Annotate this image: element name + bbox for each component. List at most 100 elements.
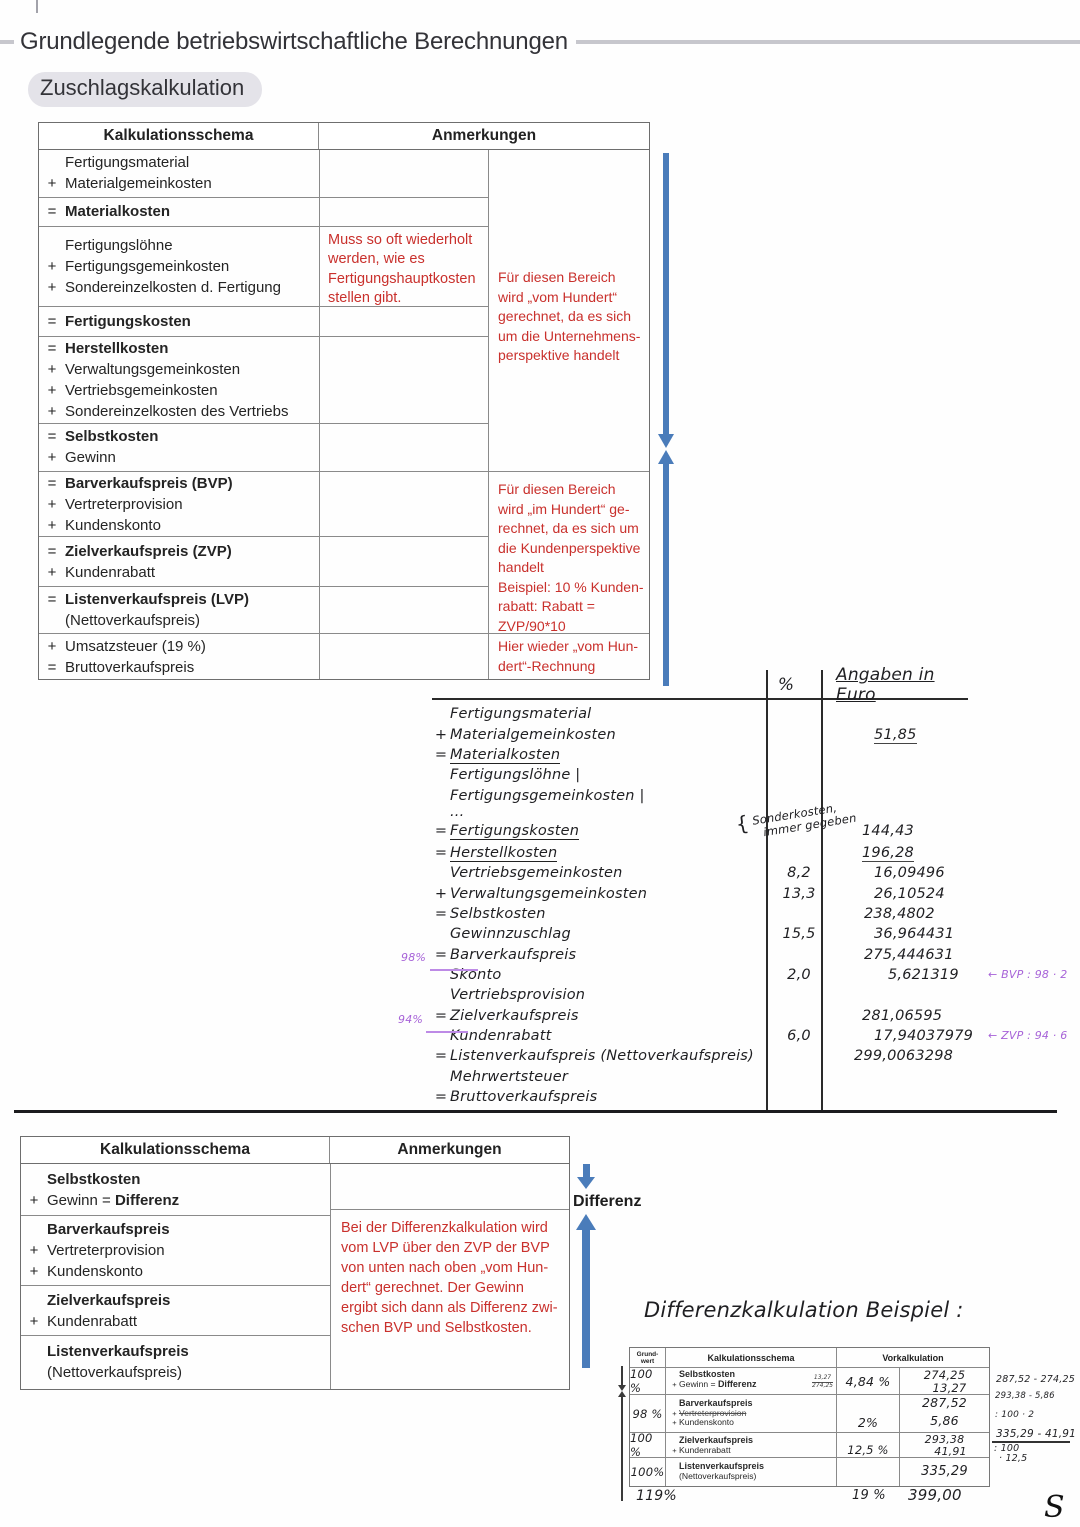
grundwert-value: 100 % <box>630 1431 666 1459</box>
op-symbol: = <box>47 658 57 676</box>
margin-calc: 287,52 - 274,25 <box>996 1374 1075 1385</box>
col-grundwert: Grund- wert <box>630 1348 666 1367</box>
hand-label: Fertigungslöhne | <box>450 767 581 784</box>
grundwert-value: 98 % <box>630 1395 666 1432</box>
diff-notes-col: Bei der Differenzkalkulation wird vom LV… <box>330 1164 569 1389</box>
table-row: Fertigungslöhne +Fertigungsgemeinkosten … <box>39 227 319 307</box>
schema-item: Materialkosten <box>65 203 171 221</box>
margin-calc-underline <box>992 1441 1070 1443</box>
hand-row: =Listenverkaufspreis (Nettoverkaufspreis… <box>432 1046 1078 1066</box>
hand-margin-note: ← ZVP : 94 · 6 <box>988 1029 1068 1043</box>
hand-label: Vertriebsgemeinkosten <box>450 865 623 882</box>
col-vorkalkulation: Vorkalkulation <box>882 1352 944 1363</box>
schema-item: Fertigungskosten <box>65 312 191 330</box>
mini-down-arrow-icon <box>621 1366 623 1385</box>
schema-item: Listenverkaufspreis <box>679 1461 765 1471</box>
footer-grundwert: 119% <box>636 1488 677 1504</box>
beispiel-row: 100 % Zielverkaufspreis +Kundenrabatt 12… <box>630 1431 989 1459</box>
pct-value: 12,5 % <box>837 1433 900 1457</box>
schema-item: Kundenskonto <box>47 1263 143 1280</box>
note-cell <box>320 537 488 588</box>
schema-item: Sondereinzelkosten d. Fertigung <box>65 278 281 296</box>
diff-table-col-schema: Kalkulationsschema <box>21 1137 330 1163</box>
op-symbol <box>39 610 65 631</box>
hand-op: = <box>434 1048 448 1065</box>
op-symbol: + <box>47 257 57 275</box>
table-row: Selbstkosten +Gewinn = Differenz <box>21 1164 330 1216</box>
hand-row: =Bruttoverkaufspreis <box>432 1087 1078 1107</box>
value-line: 13,27 <box>932 1380 967 1395</box>
op-symbol: + <box>47 278 57 296</box>
beispiel-row: 98 % Barverkaufspreis +Vertreterprovisio… <box>630 1395 989 1433</box>
schema-item: Selbstkosten <box>65 428 159 446</box>
schema-item: Vertreterprovision <box>65 495 183 513</box>
schema-table-header: Kalkulationsschema Anmerkungen <box>38 122 650 150</box>
hand-op: = <box>434 1007 448 1024</box>
table-row: Fertigungsmaterial + Materialgemeinkosten <box>39 150 319 198</box>
hand-row: Fertigungsmaterial <box>432 704 1078 724</box>
schema-table-col-schema: Kalkulationsschema <box>39 123 319 149</box>
value-line: 274,25 <box>923 1368 966 1382</box>
diff-down-arrow-icon <box>583 1164 590 1177</box>
fraction-denominator: 274,25 <box>812 1381 833 1389</box>
page-title: Grundlegende betriebswirtschaftliche Ber… <box>20 28 568 55</box>
schema-item: (Nettoverkaufspreis) <box>65 612 201 630</box>
value-cell: 293,38 41,91 <box>900 1433 989 1457</box>
table-row: =Materialkosten <box>39 198 319 227</box>
hand-calc-rows: Fertigungsmaterial +Materialgemeinkosten… <box>432 704 1078 1107</box>
hand-op: = <box>434 746 448 763</box>
note-cell <box>320 337 488 424</box>
side-note-wieder-vom-hundert: Hier wieder „vom Hun-dert“-Rechnung <box>498 638 639 674</box>
notes-col: Muss so oft wiederholt werden, wie es Fe… <box>319 150 488 679</box>
op-symbol: + <box>47 637 57 655</box>
schema-item: Kundenskonto <box>65 516 161 534</box>
schema-item: Fertigungsmaterial <box>65 154 190 172</box>
schema-item: Fertigungslöhne <box>65 236 173 254</box>
diff-table-body: Selbstkosten +Gewinn = Differenz Barverk… <box>20 1164 570 1390</box>
hand-pct: 6,0 <box>787 1027 811 1044</box>
table-row: =Selbstkosten +Gewinn <box>39 424 319 473</box>
fraction-numerator: 13,27 <box>812 1374 833 1383</box>
hand-label: Kundenrabatt <box>450 1027 552 1044</box>
hand-op: + <box>434 726 448 743</box>
beispiel-row: 100% Listenverkaufspreis (Nettoverkaufsp… <box>630 1458 989 1486</box>
title-rule-right <box>575 40 1080 44</box>
pct-value: 4,84 % <box>837 1368 900 1394</box>
hand-euro: 36,964431 <box>874 926 955 943</box>
hand-label: Verwaltungsgemeinkosten <box>450 885 648 902</box>
note-cell <box>320 472 488 538</box>
hand-op: = <box>434 946 448 963</box>
diff-table-col-notes: Anmerkungen <box>397 1141 502 1158</box>
schema-item: Zielverkaufspreis <box>679 1435 754 1445</box>
margin-calc: : 100 · 2 <box>995 1410 1035 1420</box>
hand-euro: 238,4802 <box>864 905 935 922</box>
hand-pct: 2,0 <box>787 966 811 983</box>
hand-label: Listenverkaufspreis (Nettoverkaufspreis) <box>450 1048 754 1065</box>
op-symbol <box>21 1290 47 1311</box>
hand-label: ... <box>450 804 465 821</box>
schema-item: Materialgemeinkosten <box>65 175 212 193</box>
op-symbol: + <box>47 175 57 193</box>
footer-pct: 19 % <box>852 1488 886 1503</box>
hand-label: Skonto <box>450 966 502 983</box>
table-row: =Barverkaufspreis (BVP) +Vertreterprovis… <box>39 472 319 538</box>
op-symbol: = <box>47 339 57 357</box>
mini-up-arrow-icon <box>621 1397 623 1501</box>
note-cell <box>320 150 488 198</box>
hand-label: Fertigungsgemeinkosten | <box>450 787 645 804</box>
hand-row: Fertigungslöhne | <box>432 765 1078 785</box>
beispiel-schema-cell: Selbstkosten +Gewinn = Differenz 13,27 2… <box>666 1368 837 1394</box>
hand-label: Vertriebsprovision <box>450 987 586 1004</box>
op-symbol: = <box>47 312 57 330</box>
hand-op: = <box>434 844 448 861</box>
hand-euro: 144,43 <box>862 822 914 839</box>
schema-item-part: Gewinn = <box>47 1191 115 1209</box>
hand-table-rule <box>821 670 823 1112</box>
mini-up-arrowhead-icon <box>618 1391 626 1397</box>
op-symbol: + <box>29 1191 39 1209</box>
side-note-im-hundert: Für diesen Bereich wird „im Hundert“ ge-… <box>489 472 649 634</box>
